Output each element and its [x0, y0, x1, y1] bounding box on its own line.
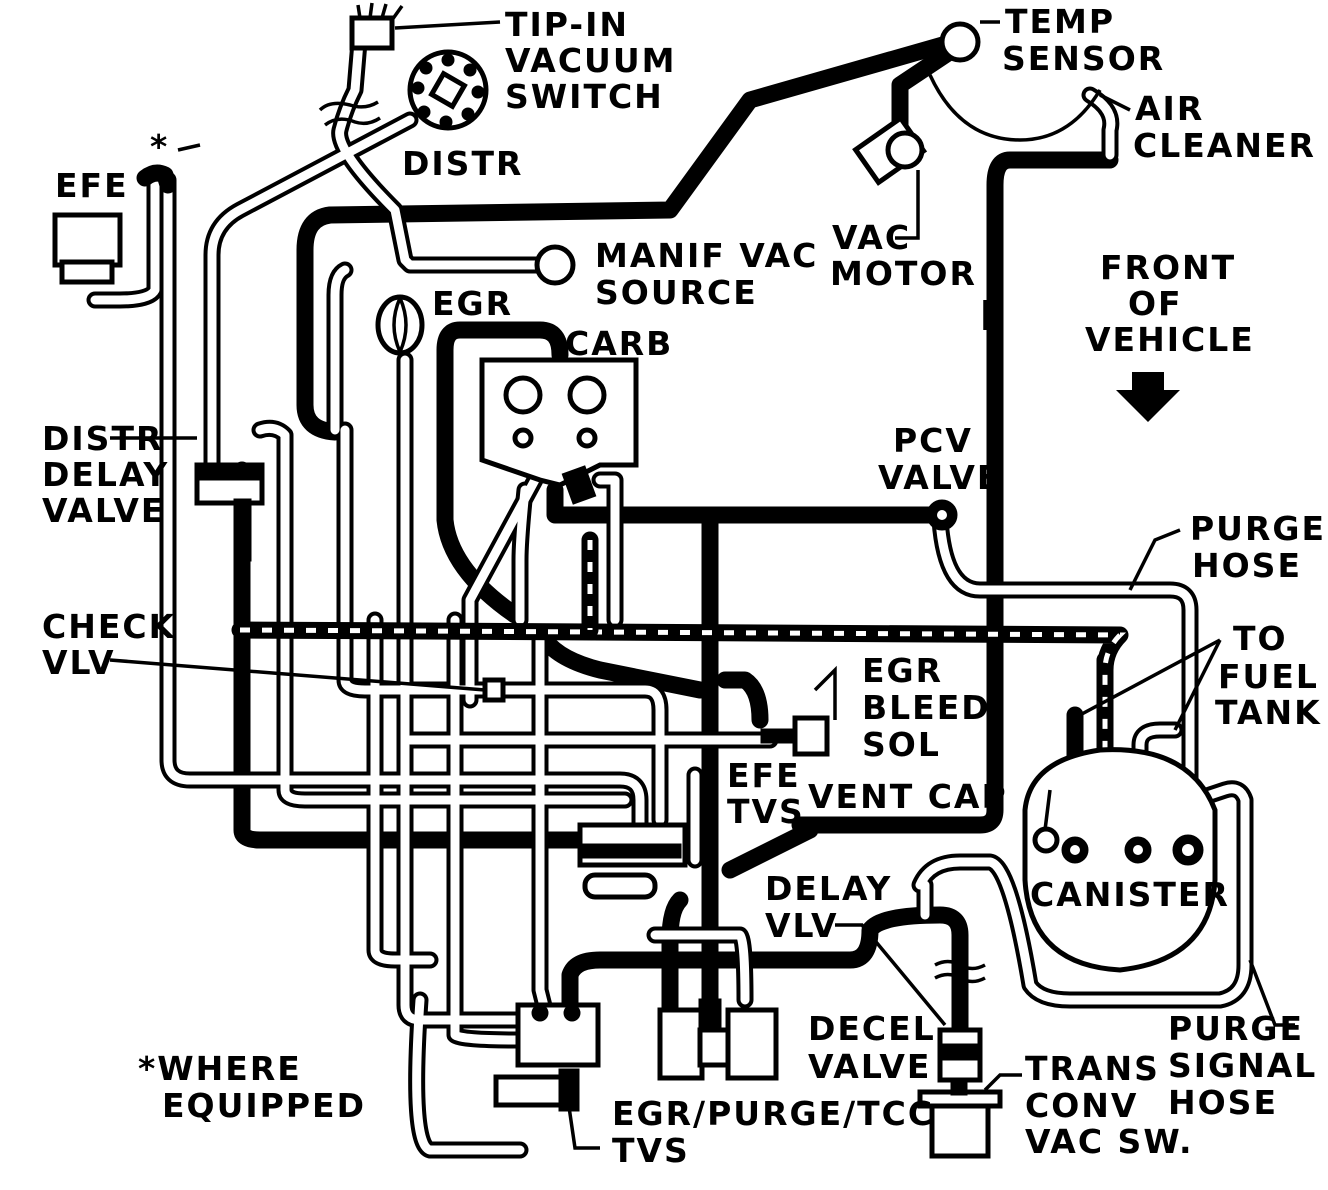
- label-vac-motor-line2: MOTOR: [830, 254, 977, 293]
- label-to-fuel-tank-line2: FUEL: [1218, 657, 1319, 696]
- label-tip-in-line3: SWITCH: [505, 77, 664, 116]
- label-manif-vac-line2: SOURCE: [595, 273, 758, 312]
- label-check-vlv-line1: CHECK: [42, 607, 176, 646]
- label-delay-vlv-line1: DELAY: [765, 869, 892, 908]
- tip-in-vacuum-switch: [349, 2, 404, 51]
- label-where-equipped-line1: *WHERE: [138, 1049, 302, 1088]
- label-egr-bleed-line2: BLEED: [862, 688, 991, 727]
- efe-unit: [52, 164, 177, 285]
- egr-bleed-solenoid: [760, 715, 830, 757]
- efe-tvs: [577, 822, 688, 900]
- label-air-cleaner-line2: CLEANER: [1133, 126, 1316, 165]
- label-to-fuel-tank-line1: TO: [1233, 619, 1288, 658]
- label-egr-bleed-line1: EGR: [862, 651, 943, 690]
- canister: [1022, 747, 1218, 973]
- label-distr: DISTR: [402, 144, 523, 183]
- label-front-line2: OF: [1128, 284, 1183, 323]
- label-decel-line1: DECEL: [808, 1009, 936, 1048]
- label-efe-tvs-line1: EFE: [727, 756, 801, 795]
- egr-valve: [375, 294, 425, 357]
- manifold-vacuum-source: [534, 244, 576, 286]
- label-pcv-line1: PCV: [893, 421, 973, 460]
- label-efe: EFE: [55, 166, 129, 205]
- label-distr-delay-line2: DELAY: [42, 455, 169, 494]
- label-temp-sensor-line1: TEMP: [1005, 2, 1115, 41]
- label-egr-purge-tcc-line2: TVS: [612, 1131, 690, 1170]
- label-front-line1: FRONT: [1100, 248, 1236, 287]
- label-tip-in-line1: TIP-IN: [505, 5, 629, 44]
- distributor: [407, 49, 489, 131]
- label-efe-tvs-line2: TVS: [727, 792, 805, 831]
- label-trans-conv-line2: CONV: [1025, 1086, 1138, 1125]
- label-distr-delay-line3: VALVE: [42, 491, 165, 530]
- label-vac-motor-line1: VAC: [832, 218, 911, 257]
- label-to-fuel-tank-line3: TANK: [1215, 693, 1322, 732]
- hose-break-marks: [318, 100, 986, 984]
- label-check-vlv-line2: VLV: [42, 643, 116, 682]
- label-egr-purge-tcc-line1: EGR/PURGE/TCC: [612, 1094, 934, 1133]
- label-tip-in-line2: VACUUM: [505, 41, 677, 80]
- label-front-line3: VEHICLE: [1085, 320, 1255, 359]
- label-egr-bleed-line3: SOL: [862, 725, 941, 764]
- check-valve: [482, 677, 506, 703]
- label-purge-hose-line2: HOSE: [1192, 546, 1302, 585]
- label-temp-sensor-line2: SENSOR: [1002, 39, 1165, 78]
- carburetor: [479, 357, 639, 505]
- label-purge-signal-line3: HOSE: [1168, 1083, 1278, 1122]
- egr-purge-tcc-tvs: [493, 1002, 601, 1112]
- pcv-valve: [926, 499, 958, 531]
- label-trans-conv-line3: VAC SW.: [1025, 1122, 1194, 1161]
- striped-hoses: [231, 531, 1129, 769]
- vac-motor: [852, 114, 928, 186]
- label-where-equipped-line2: EQUIPPED: [162, 1086, 366, 1125]
- label-asterisk: *: [150, 127, 169, 166]
- leader-lines: [109, 20, 1295, 1150]
- decel-valve: [657, 998, 779, 1081]
- label-purge-hose-line1: PURGE: [1190, 509, 1326, 548]
- label-trans-conv-line1: TRANS: [1025, 1049, 1160, 1088]
- label-purge-signal-line1: PURGE: [1168, 1009, 1304, 1048]
- label-air-cleaner-line1: AIR: [1135, 89, 1204, 128]
- outline-hose-cores: [90, 25, 1250, 1155]
- label-vent-cap: VENT CAP: [808, 777, 1008, 816]
- air-cleaner-housing: [928, 74, 1102, 142]
- label-pcv-line2: VALVE: [878, 458, 1001, 497]
- label-egr: EGR: [432, 284, 513, 323]
- label-canister: CANISTER: [1030, 875, 1230, 914]
- label-decel-line2: VALVE: [808, 1047, 931, 1086]
- label-carb: CARB: [565, 324, 673, 363]
- label-distr-delay-line1: DISTR: [42, 419, 163, 458]
- distr-delay-valve: [194, 462, 265, 562]
- trans-conv-vac-switch: [917, 1027, 1003, 1159]
- diagram-labels: TIP-IN VACUUM SWITCH DISTR TEMP SENSOR A…: [42, 2, 1326, 1170]
- label-delay-vlv-line2: VLV: [765, 906, 839, 945]
- label-purge-signal-line2: SIGNAL: [1168, 1046, 1317, 1085]
- label-manif-vac-line1: MANIF VAC: [595, 236, 818, 275]
- front-direction-arrow-icon: [1116, 372, 1180, 422]
- temp-sensor: [939, 21, 981, 63]
